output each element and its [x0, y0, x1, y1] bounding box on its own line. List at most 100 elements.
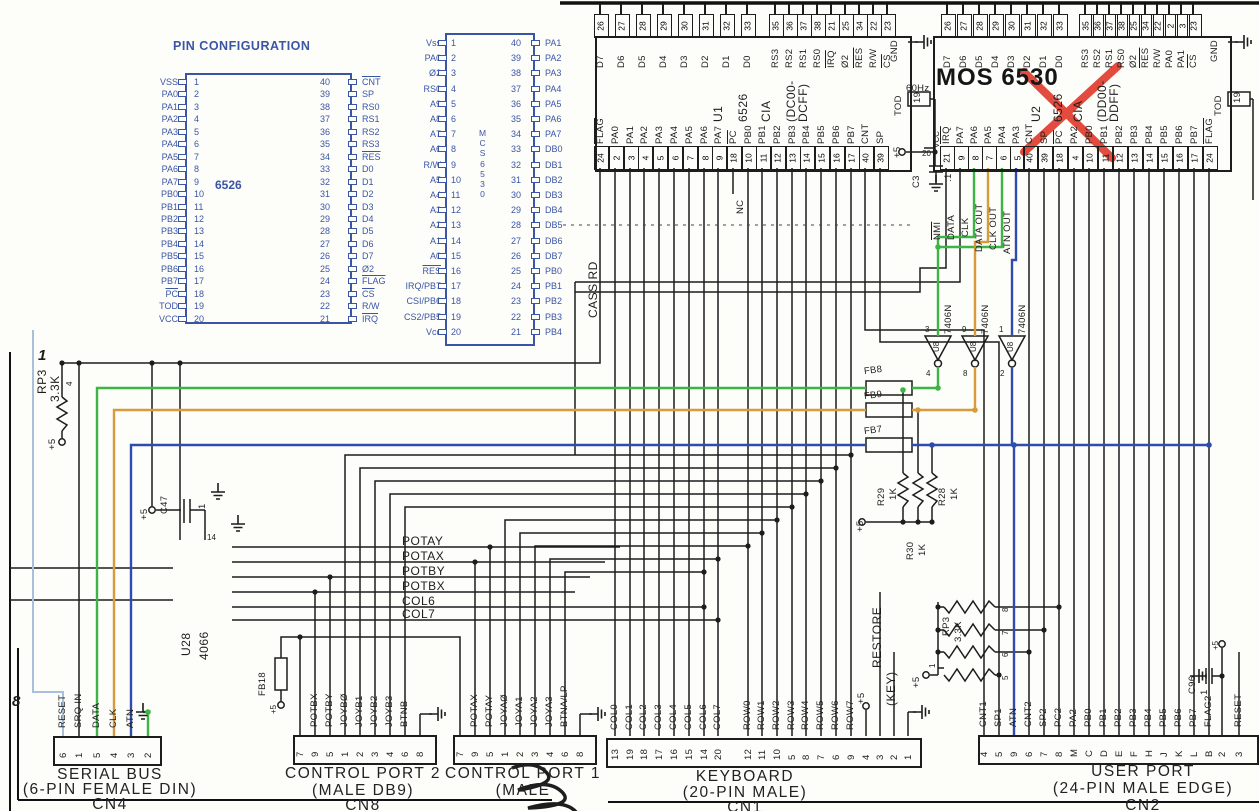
connector-pin-number: 9 — [1009, 751, 1020, 757]
schematic-label: COL6 — [402, 594, 436, 608]
pin-number-left: 12 — [451, 205, 462, 216]
pin-name: PA2 — [1069, 125, 1080, 144]
pin-number-left: 7 — [194, 151, 200, 162]
connector-title: CONTROL PORT 1 — [445, 765, 601, 782]
pin-wire-stub — [858, 4, 860, 14]
pin-number-box: 33 — [1052, 14, 1068, 38]
pin-number-right: 31 — [319, 189, 330, 200]
pin-notch — [531, 298, 540, 305]
pin-number-left: 13 — [451, 220, 462, 231]
pin-wire-stub — [1108, 4, 1110, 14]
schematic-label: FB7 — [863, 423, 883, 438]
pin-label-left: PB2 — [160, 213, 178, 224]
connector-pin-number: 6 — [400, 751, 411, 757]
connector-signal-label: ROW7 — [845, 700, 856, 730]
connector-pin-number: 2 — [1217, 751, 1228, 757]
connector-signal-label: FLAG2 — [1203, 695, 1214, 727]
connector-pin-number: 8 — [801, 754, 812, 760]
pin-wire-stub — [1010, 4, 1012, 14]
pin-notch — [531, 100, 540, 107]
schematic-label: 4066 — [197, 631, 211, 660]
pin-number-box: 32 — [1036, 14, 1052, 38]
pin-label-right: DB7 — [545, 250, 563, 261]
pin-name: PA1 — [625, 125, 636, 144]
pin-number-right: 26 — [319, 251, 330, 262]
pin-wire-stub — [830, 4, 832, 14]
pin-label-right: FLAG — [362, 276, 386, 287]
connector-pin-number: 9 — [846, 754, 857, 760]
connector-control1 — [453, 735, 597, 765]
pin-number-left: 7 — [451, 129, 457, 140]
pin-notch — [531, 176, 540, 183]
connector-pin-number: 5 — [325, 751, 336, 757]
pin-name: PB2 — [772, 125, 783, 144]
pin-number-left: 1 — [451, 38, 457, 48]
schematic-label: 3.3K — [48, 375, 62, 402]
pin-number-box: 18 — [726, 146, 742, 170]
pin-name: D7 — [595, 55, 606, 68]
pin-name: PA4 — [997, 125, 1008, 144]
chip-name-mcs6530: M C S 6 5 3 0 — [479, 128, 487, 200]
schematic-label: POTBX — [402, 579, 446, 593]
pin-label-left: PA7 — [161, 176, 178, 187]
pin-wire-stub — [946, 4, 948, 14]
pin-name: RES — [854, 47, 865, 68]
pin-number-box: 11 — [755, 146, 771, 170]
pin-wire-stub — [788, 4, 790, 14]
pin-notch — [348, 265, 357, 272]
connector-signal-label: PB6 — [1173, 708, 1184, 727]
schematic-label: .1 — [943, 173, 954, 182]
schematic-label: ATN OUT — [1002, 210, 1013, 254]
pin-number-right: 21 — [510, 326, 521, 337]
pin-name: PB4 — [801, 125, 812, 144]
pin-number-left: 2 — [451, 53, 457, 64]
pin-number-left: 20 — [194, 313, 205, 324]
red-cross-out — [1020, 62, 1122, 162]
pin-notch — [438, 252, 447, 259]
pin-number-box: 5 — [1009, 146, 1025, 170]
connector-signal-label: ROW3 — [786, 700, 797, 730]
pin-notch — [178, 303, 187, 310]
pin-number-left: 3 — [194, 101, 200, 112]
schematic-label: 3 — [925, 325, 930, 334]
pin-number-box: 7 — [682, 146, 698, 170]
pin-number-left: 9 — [451, 159, 457, 170]
pin-label-left: Vss — [425, 38, 441, 48]
pin-notch — [348, 253, 357, 260]
pin-notch — [438, 328, 447, 335]
schematic-label: RP3 — [941, 616, 952, 636]
schematic-label: C96 — [1187, 675, 1198, 694]
pin-number-box: 15 — [814, 146, 830, 170]
pin-number-box: 37 — [1102, 14, 1118, 38]
schematic-label: 7406N — [980, 304, 991, 335]
pin-label-right: PB1 — [545, 281, 563, 292]
schematic-label: CLK OUT — [988, 206, 999, 250]
pin-name: RS0 — [812, 48, 823, 68]
pin-number-right: 27 — [510, 235, 521, 246]
pin-label-right: PA1 — [545, 38, 562, 48]
pin-name: PB3 — [787, 125, 798, 144]
pin-label-right: D2 — [362, 189, 374, 200]
connector-signal-label: ROW2 — [771, 700, 782, 730]
pin-wire-stub — [1144, 4, 1146, 14]
pin-name: RS3 — [1080, 48, 1091, 68]
pin-number-left: 14 — [194, 238, 205, 249]
pin-wire-stub — [816, 4, 818, 14]
connector-signal-label: COL5 — [683, 703, 694, 730]
pin-name: D6 — [616, 55, 627, 68]
connector-pin-number: 4 — [109, 752, 120, 758]
connector-signal-label: COL3 — [653, 703, 664, 730]
pin-number-box: 40 — [1022, 146, 1038, 170]
pin-wire-stub — [1096, 4, 1098, 14]
pin-label-left: PA6 — [161, 164, 178, 175]
connector-signal-label: ROW6 — [830, 700, 841, 730]
pin-notch — [531, 116, 540, 122]
pin-name: RS3 — [770, 48, 781, 68]
pin-wire-stub — [1058, 4, 1060, 14]
connector-signal-label: JOYAØ — [499, 694, 510, 727]
pin-notch — [178, 191, 187, 198]
connector-title: CN8 — [345, 797, 381, 811]
schematic-label: DATA — [946, 214, 957, 240]
pin-label-right: DB1 — [545, 159, 563, 170]
schematic-label: 19 — [912, 91, 923, 103]
